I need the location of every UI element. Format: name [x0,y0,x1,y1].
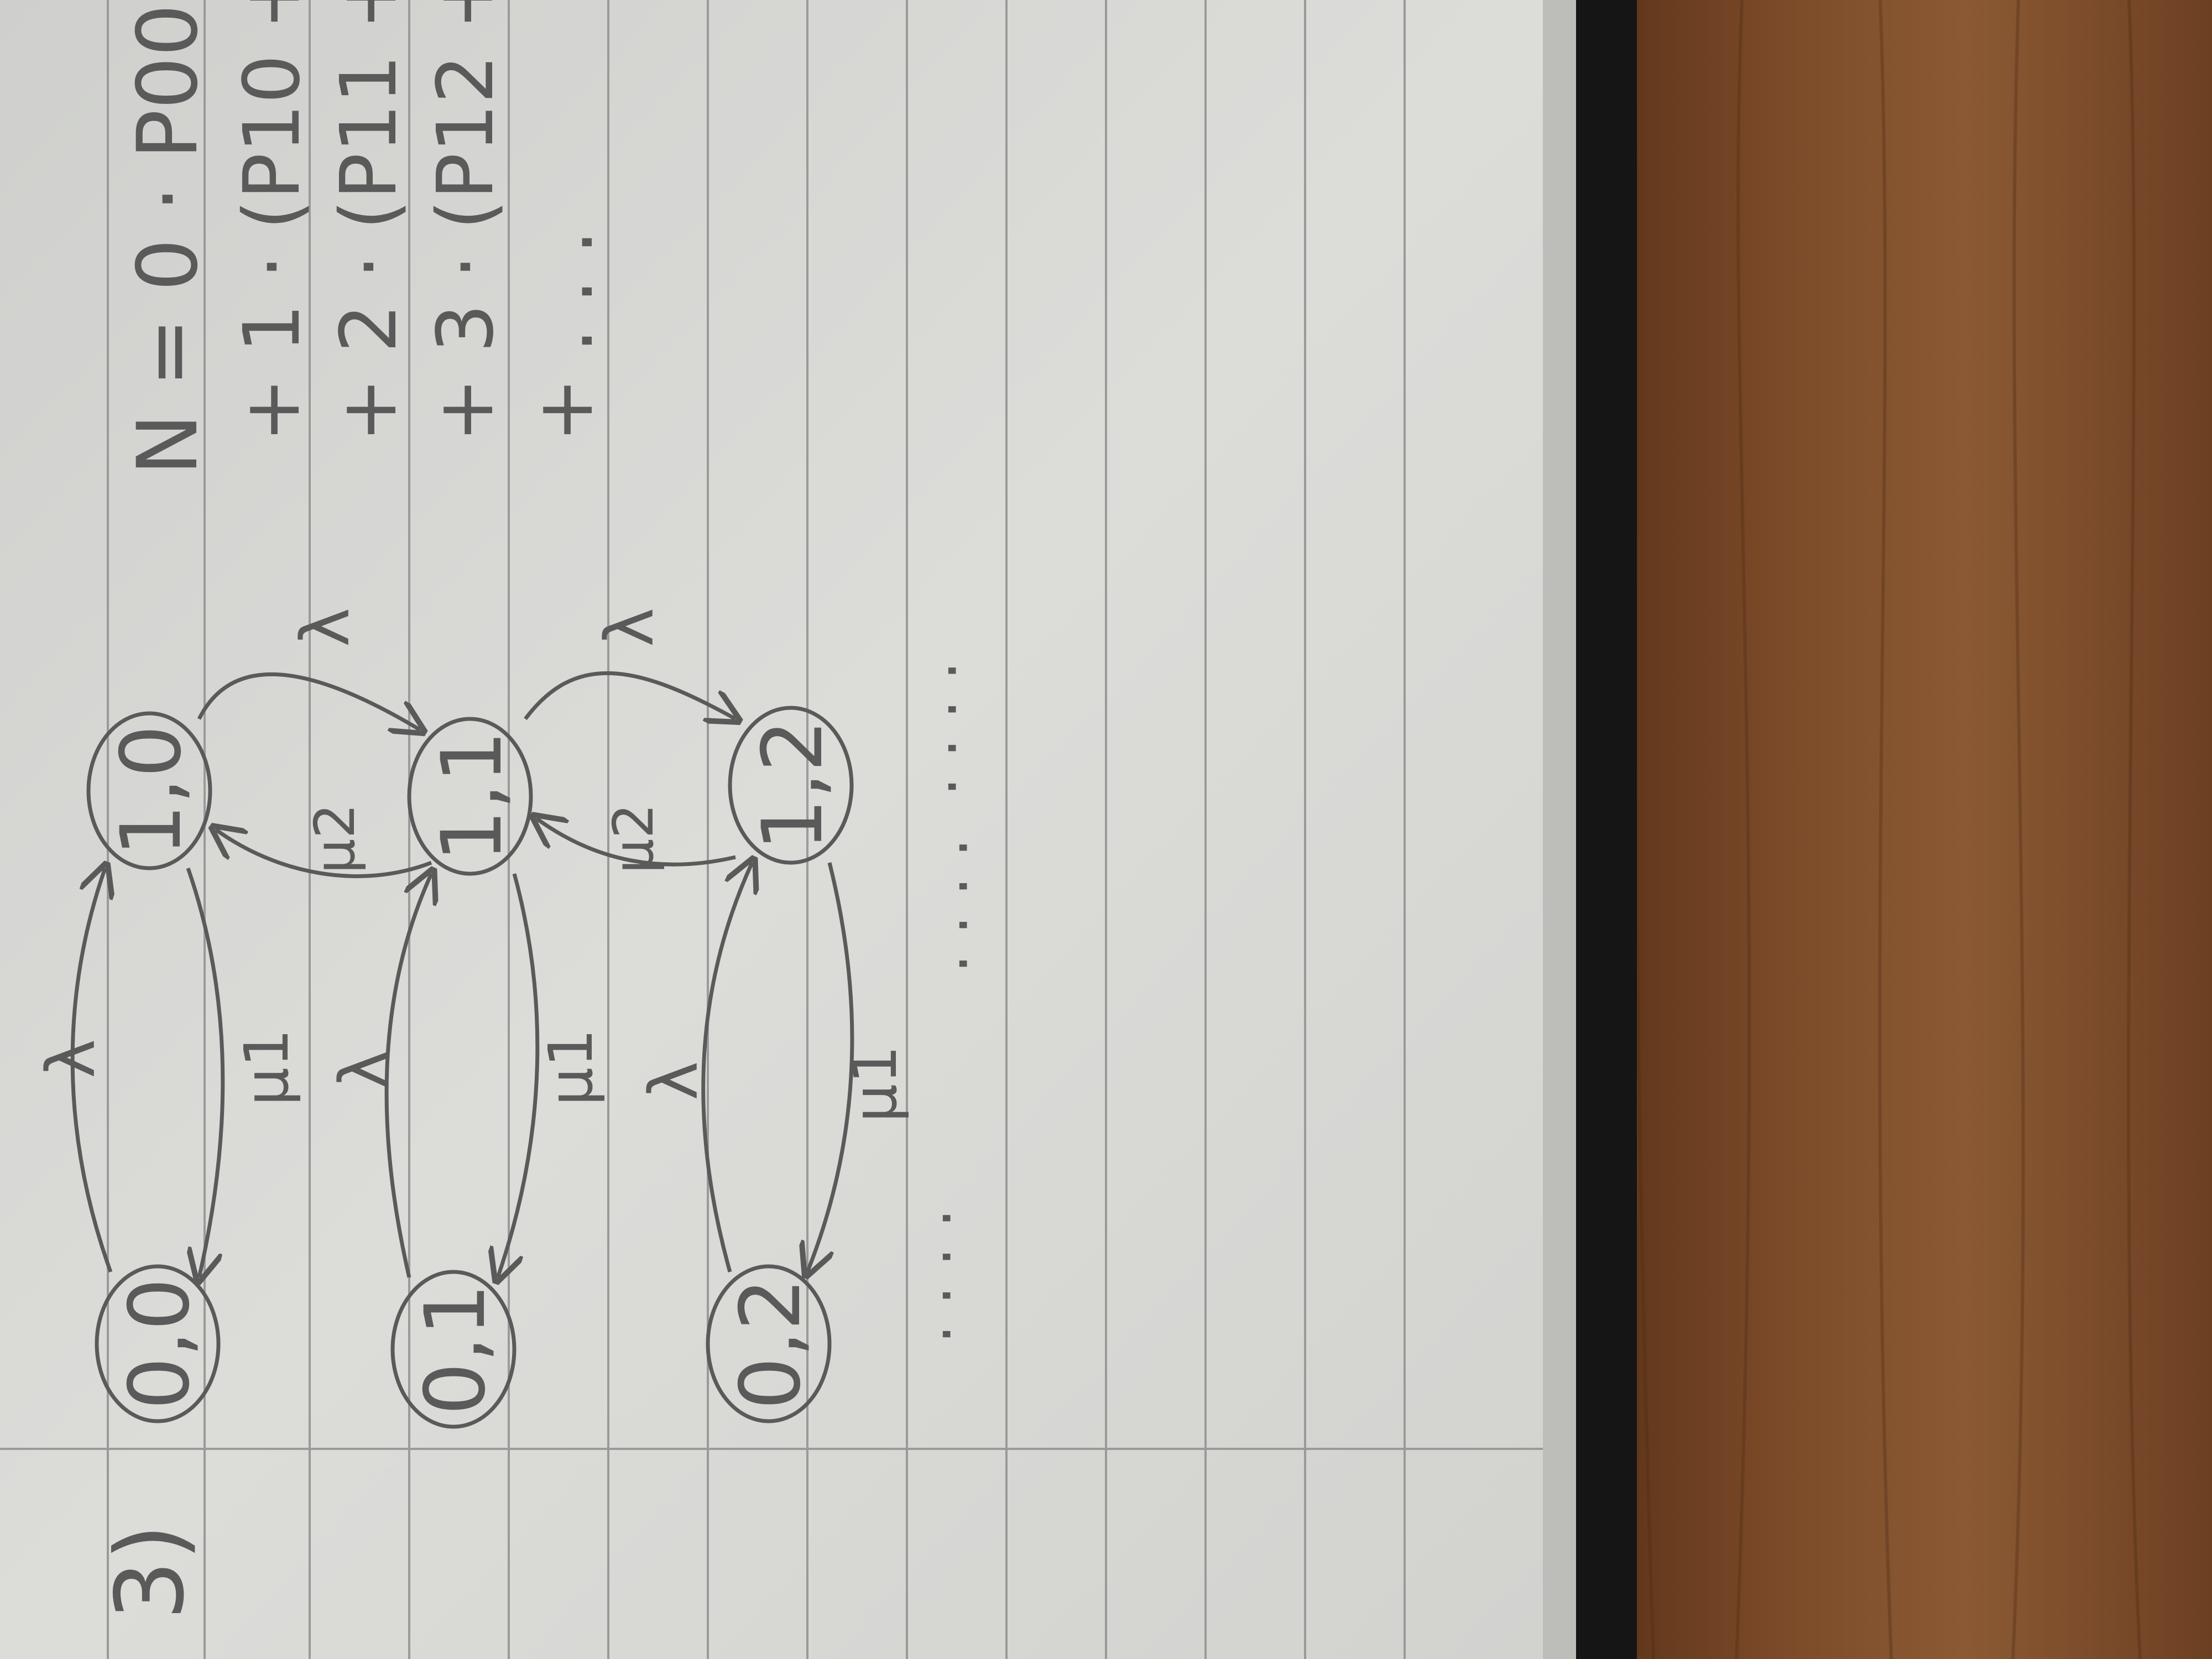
page-edges [1543,0,1576,1659]
rate-mu2: μ2 [601,804,666,874]
rate-mu1: μ1 [535,1029,606,1106]
formula-line-3: + 2 · (P11 + P02) [324,0,414,442]
formula-line-1: N = 0 · P00 [120,4,216,476]
handwriting: 3) 0,0 1,0 0,1 1,1 0,2 1,2 [33,0,999,1620]
notebook-page [0,0,1543,1659]
transition-arrows [70,671,854,1277]
state-label: 1,2 [745,719,841,852]
state-0-2: 0,2 [706,1264,832,1423]
state-label: 1,1 [424,731,520,863]
rate-mu2: μ2 [302,804,367,874]
state-0-0: 0,0 [95,1264,221,1423]
state-1-2: 1,2 [728,706,854,865]
problem-number: 3) [96,1524,205,1620]
continuation-dots: · · · · [911,1208,982,1344]
state-1-0: 1,0 [86,711,212,870]
state-label: 0,0 [112,1278,208,1410]
notebook-binding [1576,0,1637,1659]
formula-line-4: + 3 · (P12 + P03) [421,0,511,442]
rate-lambda: λ [288,608,364,647]
continuation-dots: · · · · [917,661,988,796]
wood-table [1593,0,2212,1659]
rate-lambda: λ [592,608,669,647]
state-label: 1,0 [103,725,200,857]
rate-mu1: μ1 [839,1045,910,1123]
rate-lambda: λ [326,1050,403,1089]
continuation-dots: · · · · [928,838,999,973]
formula-line-5: + . . . [520,230,611,442]
rate-lambda: λ [33,1039,110,1078]
rate-lambda: λ [636,1061,713,1100]
state-label: 0,1 [408,1284,504,1416]
state-1-1: 1,1 [407,717,533,876]
rate-mu1: μ1 [231,1029,302,1106]
state-0-1: 0,1 [390,1270,517,1429]
formula-line-2: + 1 · (P10 + P01) [227,0,317,442]
state-label: 0,2 [723,1278,819,1410]
